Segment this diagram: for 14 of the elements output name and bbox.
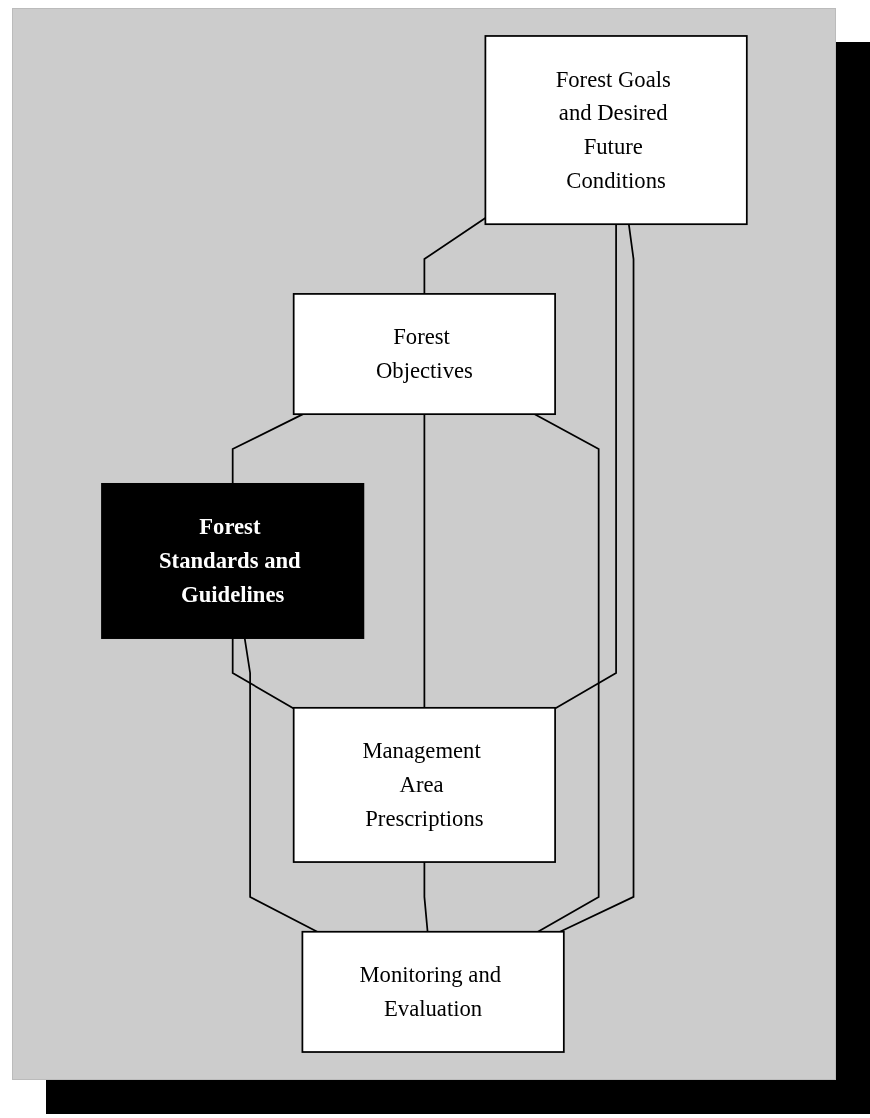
node-box: Forest Objectives (292, 293, 556, 415)
node-box: Management Area Prescriptions (292, 706, 556, 863)
connector (231, 413, 304, 485)
connector (423, 861, 429, 933)
connector (231, 637, 295, 710)
connector (423, 413, 425, 709)
connector (558, 223, 634, 933)
node-box: Forest Standards and Guidelines (100, 483, 364, 639)
connector (243, 637, 318, 933)
connector (533, 413, 600, 933)
connector (553, 223, 617, 710)
connector (423, 217, 486, 295)
node-box: Monitoring and Evaluation (301, 930, 565, 1053)
node-box: Forest Goals and Desired Future Conditions (484, 35, 748, 226)
